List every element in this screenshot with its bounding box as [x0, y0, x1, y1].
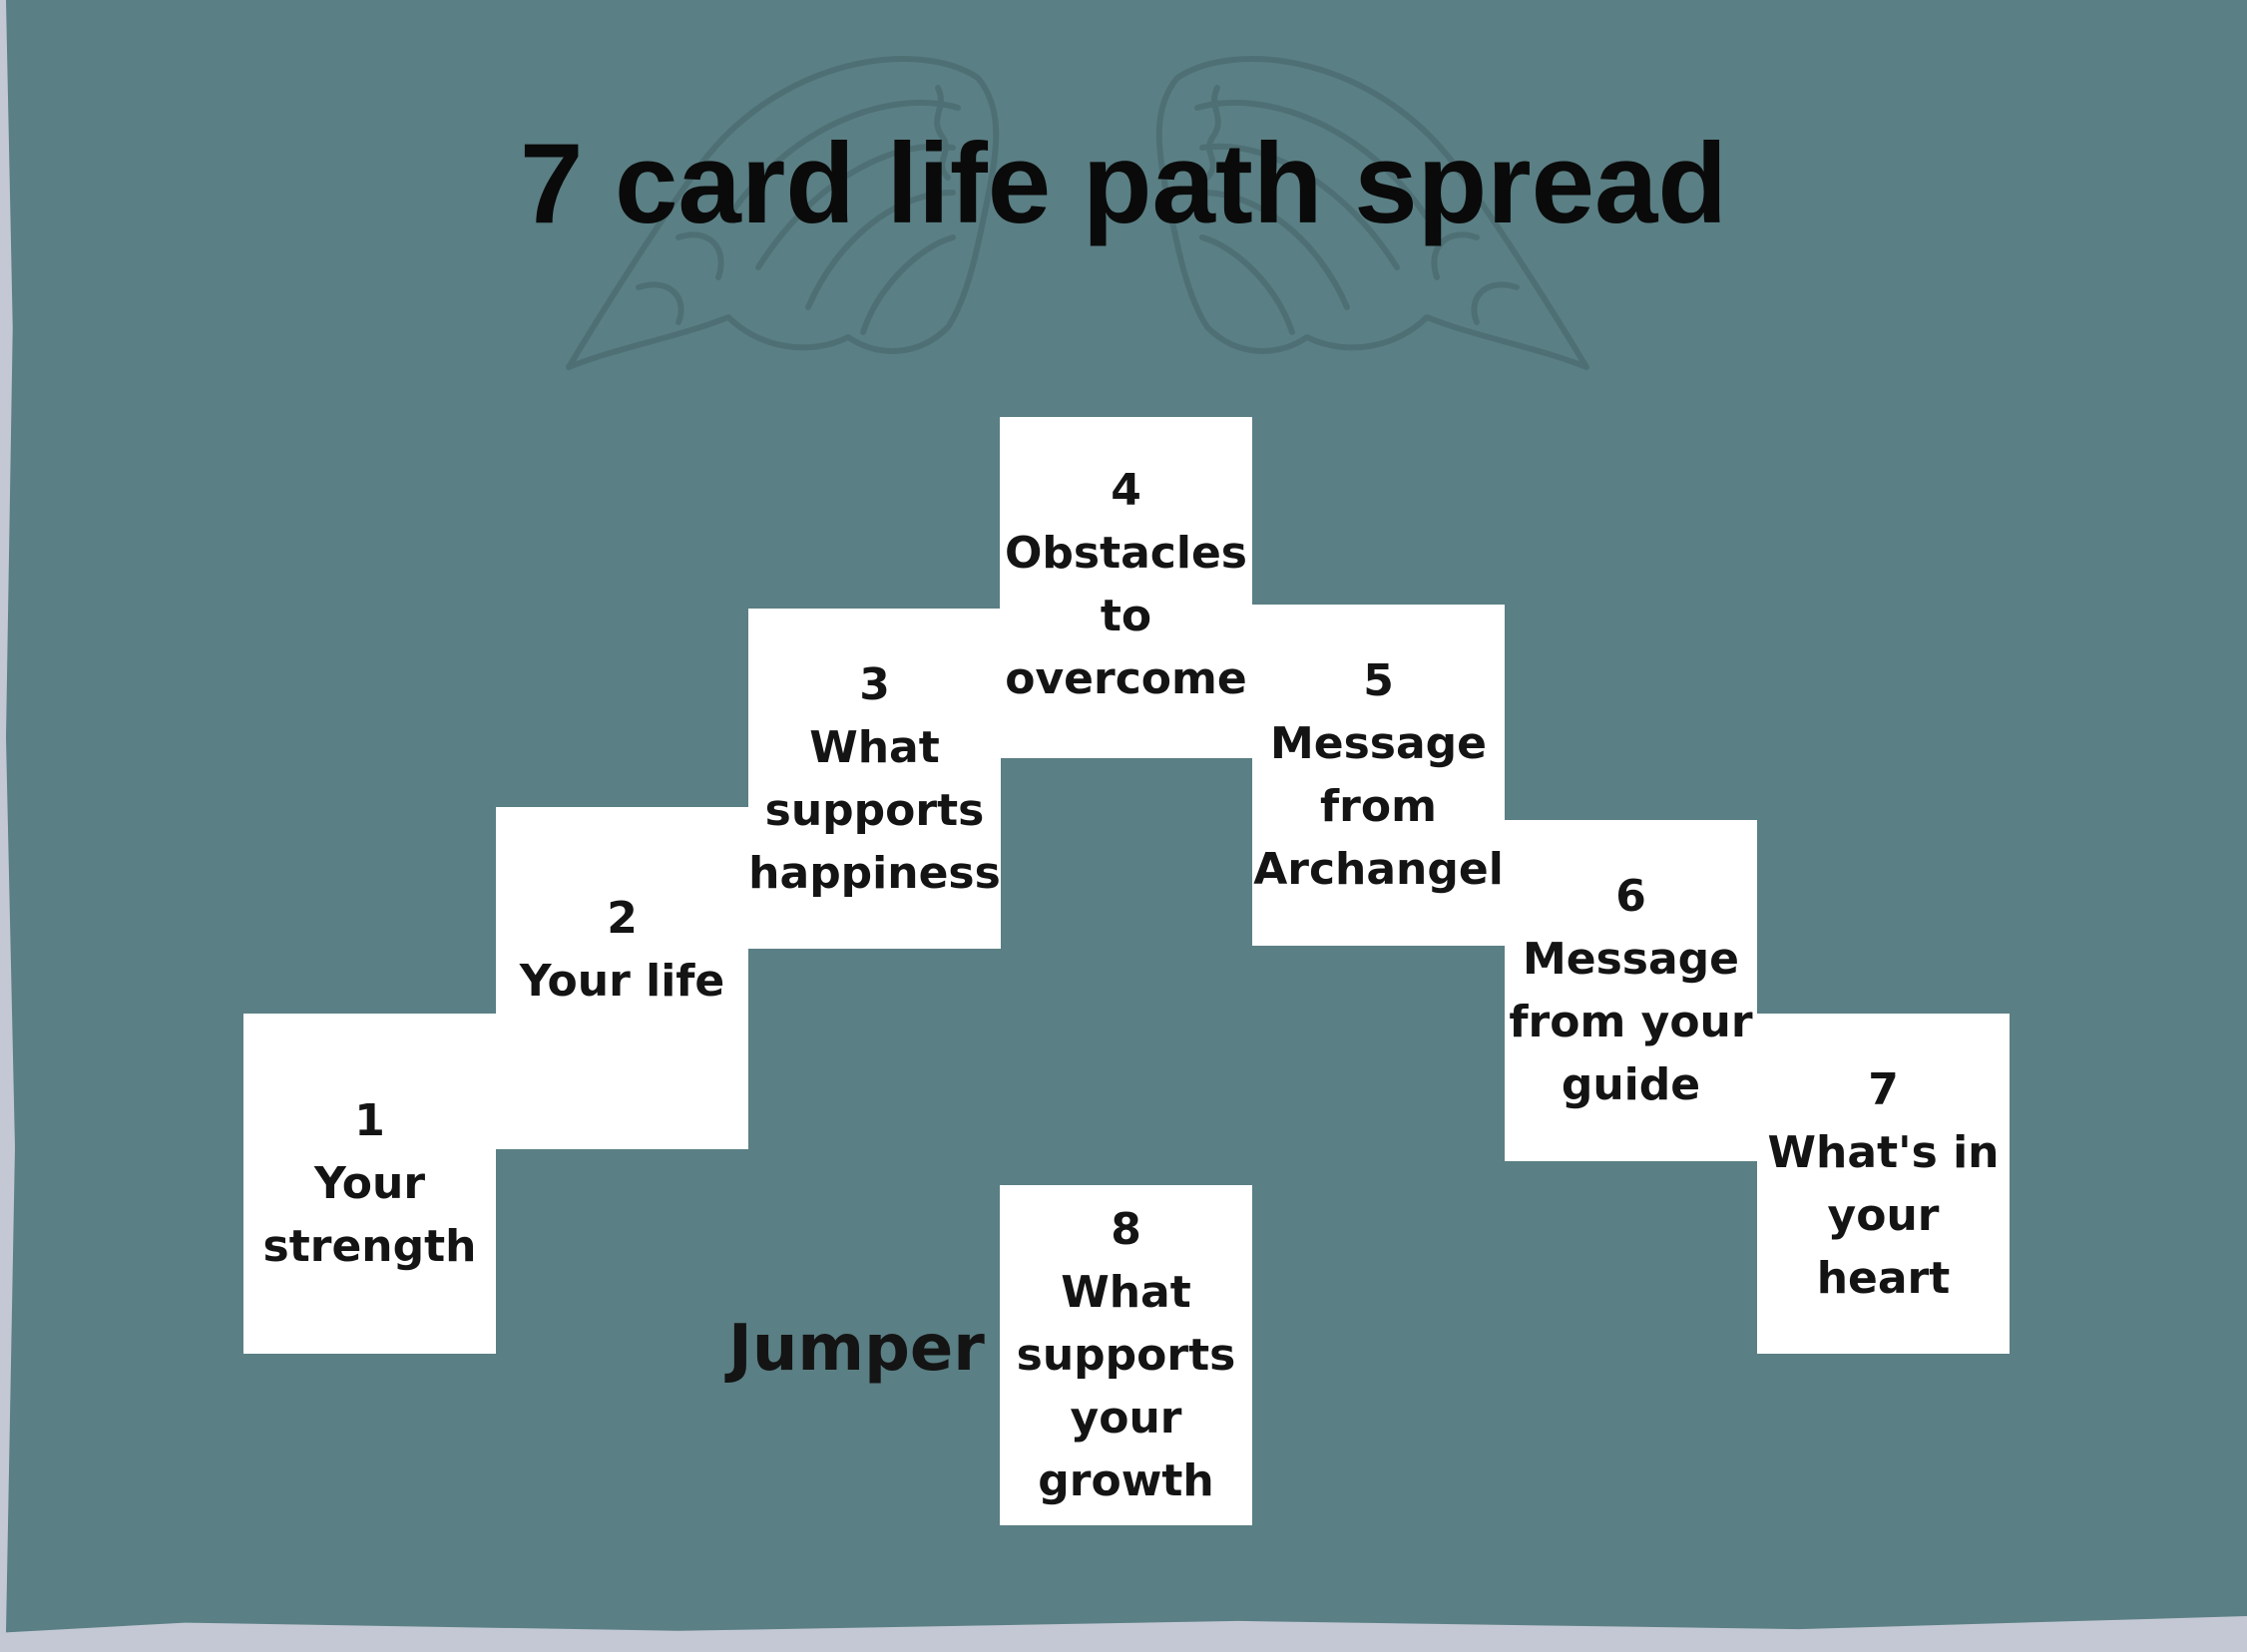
- page-title: 7 card life path spread: [519, 121, 1728, 247]
- card-label: What's in your heart: [1767, 1126, 2000, 1304]
- card-8-jumper: 8 What supports your growth: [1000, 1185, 1252, 1525]
- card-5: 5 Message from Archangel: [1252, 605, 1505, 946]
- angel-wings-icon: [566, 56, 1589, 370]
- card-label: What supports your growth: [1016, 1267, 1236, 1506]
- card-3: 3 What supports happiness: [748, 609, 1001, 949]
- card-7: 7 What's in your heart: [1757, 1014, 2010, 1354]
- card-1: 1 Your strength: [243, 1014, 496, 1354]
- card-number: 5: [1363, 655, 1394, 706]
- card-number: 7: [1868, 1063, 1899, 1115]
- card-number: 4: [1111, 465, 1141, 516]
- card-4: 4 Obstacles to overcome: [1000, 417, 1252, 758]
- card-number: 3: [859, 658, 890, 710]
- card-label: Obstacles to overcome: [1004, 528, 1247, 704]
- card-label: Your life: [519, 956, 725, 1007]
- card-6: 6 Message from your guide: [1505, 820, 1757, 1161]
- card-label: Your strength: [262, 1158, 477, 1272]
- card-number: 8: [1111, 1204, 1141, 1255]
- card-number: 6: [1615, 871, 1646, 922]
- card-2: 2 Your life: [496, 807, 748, 1149]
- card-label: What supports happiness: [748, 721, 1001, 899]
- card-number: 2: [607, 893, 638, 944]
- card-label: Message from your guide: [1509, 934, 1753, 1110]
- card-label: Message from Archangel: [1253, 718, 1504, 895]
- card-number: 1: [354, 1095, 385, 1146]
- jumper-label: Jumper: [728, 1312, 985, 1386]
